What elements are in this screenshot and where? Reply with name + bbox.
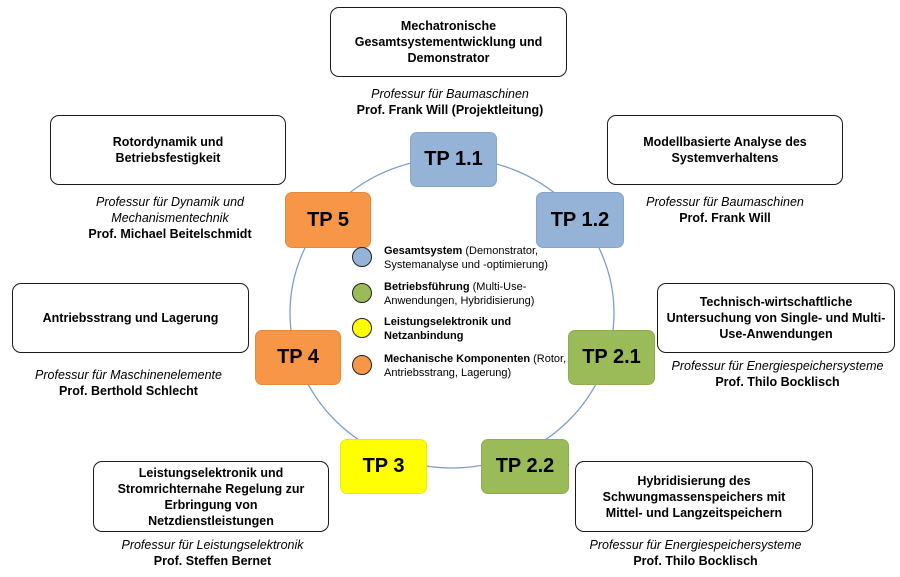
tp-3-label: TP 3 [362,455,405,477]
box-gesamtsystementwicklung-label: Mechatronische Gesamtsystementwicklung u… [354,19,543,65]
legend-gesamtsystem-title: Gesamtsystem [384,245,463,257]
box-gesamtsystementwicklung: Mechatronische Gesamtsystementwicklung u… [330,7,567,77]
legend-dot-blue [352,247,372,267]
prof-tp3-role: Professur für Leistungselektronik [121,538,304,552]
prof-tp22: Professur für Energiespeichersysteme Pro… [578,537,813,569]
legend-gesamtsystem-desc: (Demonstrator, Systemanalyse und -optimi… [384,245,548,271]
legend-mechanik-title: Mechanische Komponenten [384,353,531,365]
box-antriebsstrang-label: Antriebsstrang und Lagerung [42,311,219,325]
prof-top-role: Professur für Baumaschinen [371,87,529,101]
box-modellbasiert-label: Modellbasierte Analyse des Systemverhalt… [643,135,807,165]
box-hybridisierung-label: Hybridisierung des Schwungmassenspeicher… [602,473,786,520]
tp-1-2-label: TP 1.2 [550,208,610,231]
legend-mechanik-desc: (Rotor, Antriebsstrang, Lagerung) [384,353,567,379]
box-technisch-wirtschaftlich: Technisch-wirtschaftliche Untersuchung v… [657,283,895,353]
tp-3-node: TP 3 [340,439,427,494]
box-rotordynamik: Rotordynamik und Betriebsfestigkeit [50,115,286,185]
tp-4-node: TP 4 [255,330,341,385]
prof-tp3: Professur für Leistungselektronik Prof. … [95,537,330,569]
legend-betriebsfuehrung-title: Betriebsführung [384,281,470,293]
tp-1-2-node: TP 1.2 [536,192,624,248]
box-modellbasiert: Modellbasierte Analyse des Systemverhalt… [607,115,843,185]
prof-tp3-name: Prof. Steffen Bernet [153,554,272,568]
prof-tp12-role: Professur für Baumaschinen [646,195,804,209]
prof-tp4-role: Professur für Maschinenelemente [35,368,222,382]
tp-5-node: TP 5 [285,192,371,248]
tp-4-label: TP 4 [277,346,319,368]
tp-2-1-label: TP 2.1 [582,346,641,368]
box-rotordynamik-label: Rotordynamik und Betriebsfestigkeit [112,135,224,165]
tp-1-1-label: TP 1.1 [424,148,483,170]
prof-tp5-name: Prof. Michael Beitelschmidt [88,227,252,241]
prof-tp21-role: Professur für Energiespeichersysteme [671,359,884,373]
prof-tp22-name: Prof. Thilo Bocklisch [633,554,758,568]
prof-tp4-name: Prof. Berthold Schlecht [59,384,198,398]
prof-tp21-name: Prof. Thilo Bocklisch [715,375,840,389]
legend-item-leistungselektronik: Leistungselektronik und Netzanbindung [352,315,542,343]
prof-tp21: Professur für Energiespeichersysteme Pro… [660,358,895,390]
tp-2-2-label: TP 2.2 [495,455,555,477]
prof-tp5-role: Professur für Dynamik und Mechanismentec… [96,195,244,225]
tp-2-2-node: TP 2.2 [481,439,569,494]
tp-2-1-node: TP 2.1 [568,330,655,385]
legend-item-mechanik: Mechanische Komponenten (Rotor, Antriebs… [352,352,567,380]
box-antriebsstrang: Antriebsstrang und Lagerung [12,283,249,353]
prof-tp12: Professur für Baumaschinen Prof. Frank W… [615,194,835,226]
legend-item-betriebsfuehrung: Betriebsführung (Multi-Use-Anwendungen, … [352,280,552,308]
legend-item-gesamtsystem: Gesamtsystem (Demonstrator, Systemanalys… [352,244,572,272]
legend-dot-orange [352,355,372,375]
box-technisch-label: Technisch-wirtschaftliche Untersuchung v… [666,295,886,341]
legend-dot-yellow [352,318,372,338]
prof-tp22-role: Professur für Energiespeichersysteme [589,538,802,552]
prof-top: Professur für Baumaschinen Prof. Frank W… [320,86,580,118]
prof-tp4: Professur für Maschinenelemente Prof. Be… [16,367,241,399]
legend-dot-green [352,283,372,303]
legend-leistungselektronik-title: Leistungselektronik und Netzanbindung [384,316,512,342]
legend-betriebsfuehrung-desc: (Multi-Use-Anwendungen, Hybridisierung) [384,281,535,307]
prof-top-name: Prof. Frank Will (Projektleitung) [356,103,544,117]
prof-tp12-name: Prof. Frank Will [679,211,771,225]
box-leistungselektronik-label: Leistungselektronik und Stromrichternahe… [117,465,305,528]
box-leistungselektronik: Leistungselektronik und Stromrichternahe… [93,461,329,532]
tp-1-1-node: TP 1.1 [410,132,497,187]
prof-tp5: Professur für Dynamik und Mechanismentec… [60,194,280,242]
box-hybridisierung: Hybridisierung des Schwungmassenspeicher… [575,461,813,532]
tp-5-label: TP 5 [307,208,349,231]
